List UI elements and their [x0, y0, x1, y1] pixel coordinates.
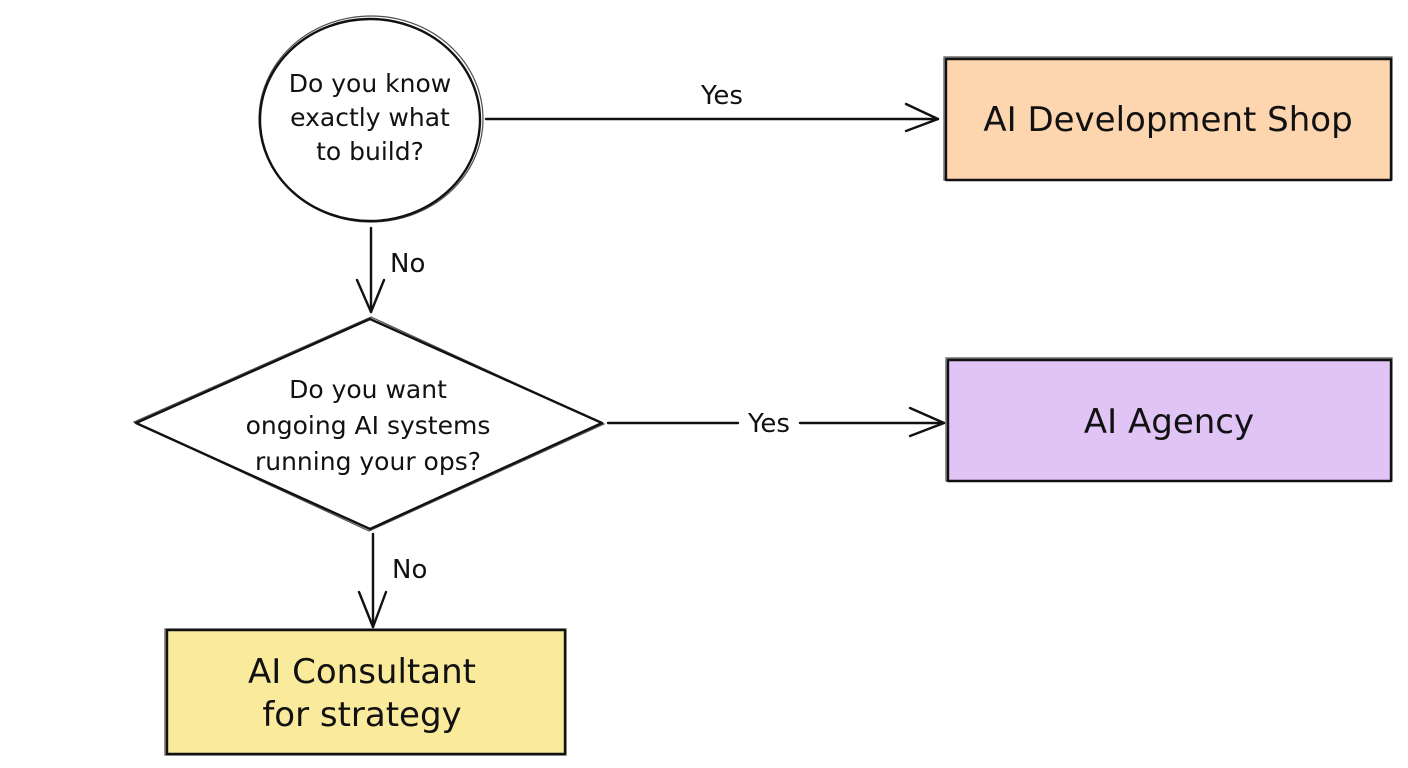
consultant-line-1: AI Consultant	[248, 652, 476, 692]
q2-line-1: Do you want	[289, 375, 447, 404]
node-question-ongoing-ai-systems[interactable]: Do you want ongoing AI systems running y…	[132, 316, 606, 532]
node-ai-agency[interactable]: AI Agency	[945, 357, 1393, 483]
rect-shape	[944, 57, 1393, 182]
rect-sketch-line	[943, 56, 1393, 181]
rect-shape	[165, 628, 567, 756]
diamond-sketch-line	[132, 316, 606, 532]
edge-no-to-consultant: No	[357, 532, 427, 629]
q1-line-3: to build?	[316, 137, 424, 166]
agency-label: AI Agency	[1084, 402, 1254, 442]
q1-line-2: exactly what	[290, 103, 450, 132]
arrow-head-icon	[355, 278, 386, 314]
edge-yes-to-dev-shop: Yes	[484, 81, 940, 133]
edge-no-to-q2: No	[355, 226, 425, 314]
edge-label-no: No	[392, 555, 427, 585]
arrow-head-icon	[904, 102, 940, 133]
dev-shop-label: AI Development Shop	[983, 100, 1352, 140]
rect-sketch-line	[945, 357, 1393, 482]
q2-line-2: ongoing AI systems	[246, 411, 491, 440]
circle-shape	[258, 17, 482, 223]
node-ai-consultant[interactable]: AI Consultant for strategy	[164, 628, 567, 756]
circle-sketch-line	[258, 15, 484, 223]
edge-label-yes: Yes	[747, 409, 790, 439]
node-question-know-what-to-build[interactable]: Do you know exactly what to build?	[258, 15, 484, 223]
rect-sketch-line	[164, 628, 567, 756]
edge-yes-to-agency: Yes	[606, 406, 946, 439]
q2-line-3: running your ops?	[255, 447, 481, 476]
rect-shape	[946, 358, 1393, 483]
arrow-head-icon	[908, 406, 946, 438]
edge-label-yes: Yes	[700, 81, 743, 111]
consultant-line-2: for strategy	[262, 695, 461, 735]
node-ai-development-shop[interactable]: AI Development Shop	[943, 56, 1393, 182]
arrow-head-icon	[357, 590, 388, 629]
diamond-shape	[134, 317, 604, 531]
q1-line-1: Do you know	[289, 69, 451, 98]
edge-label-no: No	[390, 249, 425, 279]
